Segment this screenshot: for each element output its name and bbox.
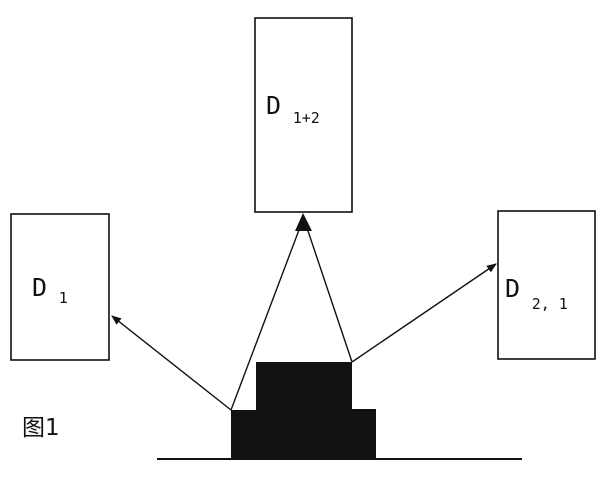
detector-label-left: D 1 [32, 273, 68, 307]
arrowhead-top [295, 213, 312, 231]
ray-left-to-top [230, 221, 303, 411]
detector-box-left [10, 213, 110, 361]
detector-box-right [497, 210, 596, 360]
arrow-to-right-detector [351, 263, 497, 363]
detector-label-top: D 1+2 [266, 91, 320, 127]
figure-caption: 图1 [22, 415, 60, 441]
sample-block [231, 362, 376, 459]
detector-box-top [254, 17, 353, 213]
arrow-to-left-detector [111, 315, 232, 411]
ray-right-to-top [304, 221, 353, 363]
detector-label-right: D 2, 1 [505, 274, 568, 313]
